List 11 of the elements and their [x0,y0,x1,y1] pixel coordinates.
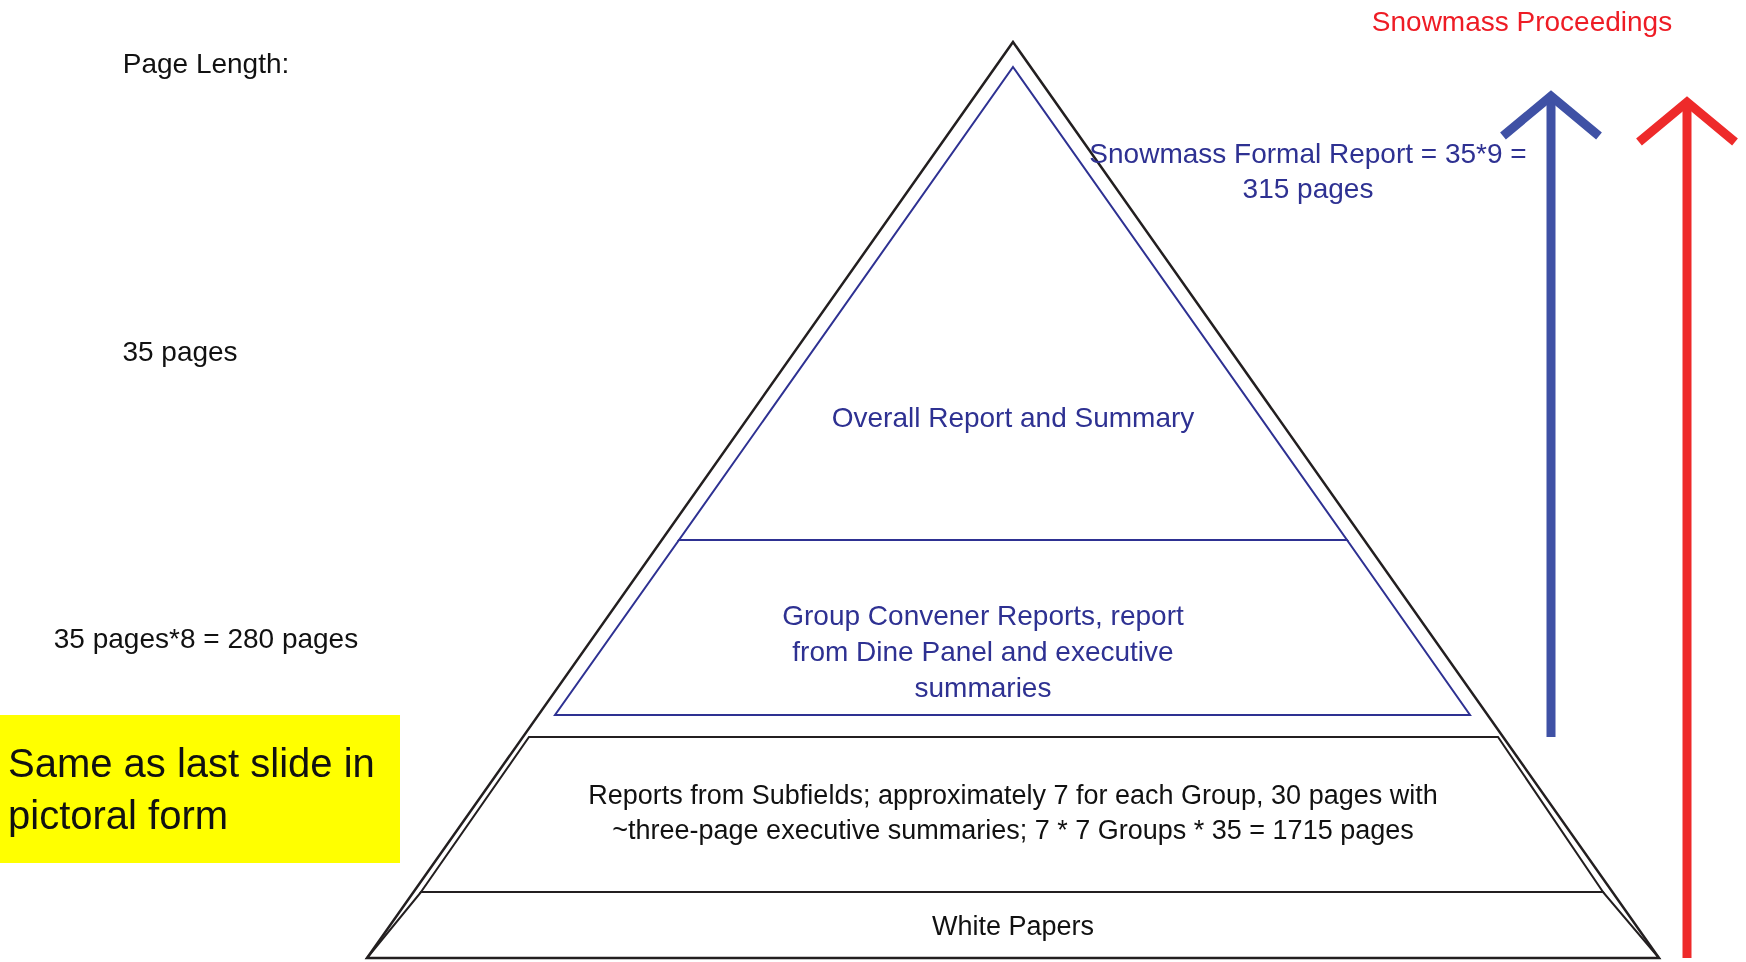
arrow-label: Snowmass Formal Report = 35*9 = 315 pages [1088,137,1528,206]
tier-label: Reports from Subfields; approximately 7 for each Group, 30 pages with ~three-page executive summaries; 7 * 7 Groups * 35 = 1715 pages [587,779,1439,847]
tier-label: White Papers [930,910,1096,943]
note-panel [0,715,400,863]
page-length-label: 35 pages [122,336,238,368]
page-length-label: 35 pages*8 = 280 pages [53,623,359,655]
tier-label: Group Convener Reports, report from Dine Panel and executive summaries [781,599,1185,705]
heading-label: Snowmass Proceedings [1371,6,1673,38]
note-text: Same as last slide in pictoral form [7,740,376,839]
tier-label: Overall Report and Summary [830,401,1196,435]
axis-heading: Page Length: [122,48,290,80]
